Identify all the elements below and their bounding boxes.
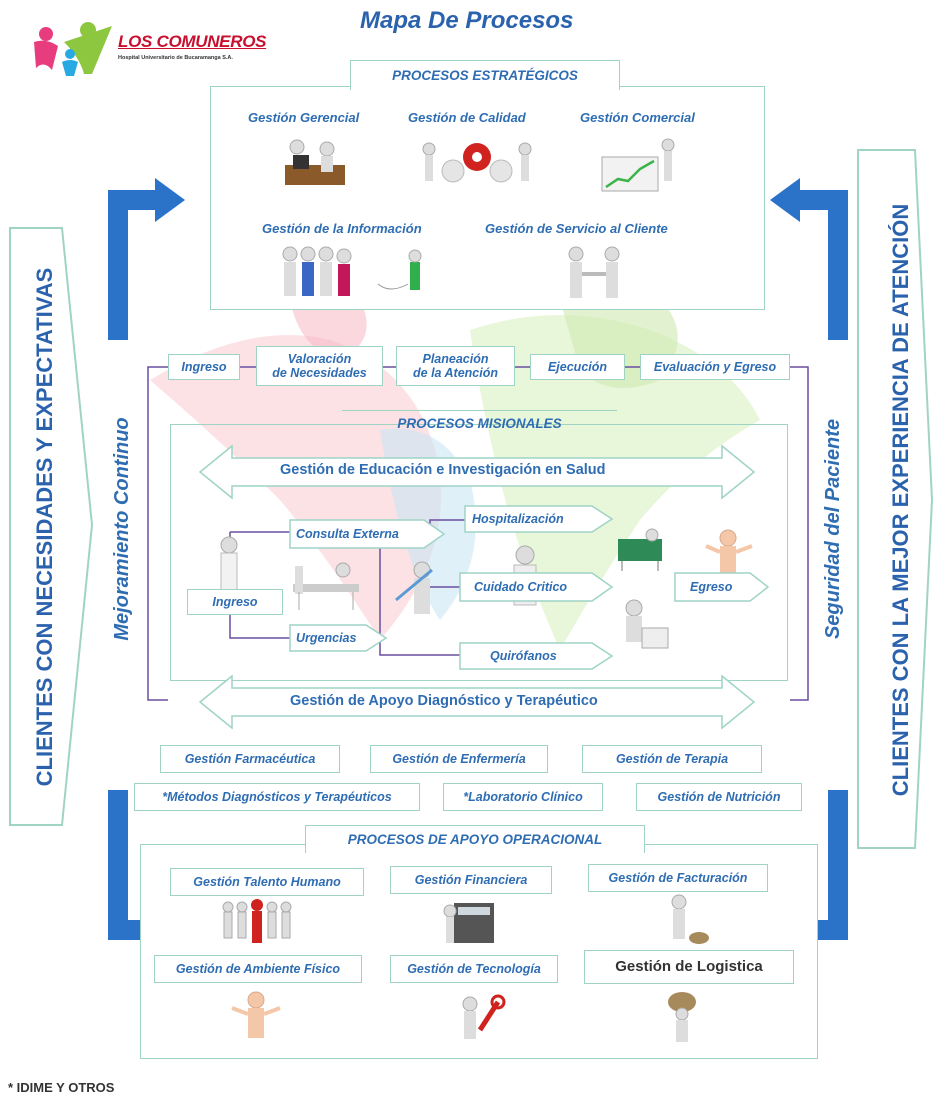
surgery-figure-icon: [625, 599, 669, 649]
flow-evaluacion: Evaluación y Egreso: [640, 354, 790, 380]
calidad-gear-icon: [422, 142, 532, 183]
logo-subtitle: Hospital Universitario de Bucaramanga S.…: [118, 55, 233, 61]
urgencias-label: Urgencias: [296, 631, 357, 645]
estrategicos-header: PROCESOS ESTRATÉGICOS: [350, 60, 620, 90]
page-title: Mapa De Procesos: [360, 7, 574, 34]
metodos-diagnosticos: *Métodos Diagnósticos y Terapéuticos: [134, 783, 420, 811]
flow-ingreso: Ingreso: [168, 354, 240, 380]
apoyo-diagnostico-label: Gestión de Apoyo Diagnóstico y Terapéuti…: [290, 693, 598, 709]
gestion-logistica: Gestión de Logistica: [584, 950, 794, 984]
gestion-gerencial-label: Gestión Gerencial: [248, 110, 360, 125]
gestion-nutricion: Gestión de Nutrición: [636, 783, 802, 811]
quirofanos-label: Quirófanos: [490, 649, 557, 663]
gestion-ambiente-fisico: Gestión de Ambiente Físico: [154, 955, 362, 983]
gestion-servicio-cliente-label: Gestión de Servicio al Cliente: [485, 221, 668, 236]
ambiente-fisico-figure-icon: [231, 991, 281, 1038]
flow-valoracion: Valoración de Necesidades: [256, 346, 383, 386]
gestion-calidad-label: Gestión de Calidad: [408, 110, 526, 125]
mision-ingreso: Ingreso: [187, 589, 283, 615]
gerencia-figures-icon: [285, 139, 345, 185]
hospital-bed-icon: [618, 528, 662, 571]
gestion-talento-humano: Gestión Talento Humano: [170, 868, 364, 896]
hospitalizacion-label: Hospitalización: [472, 512, 564, 526]
egreso-label: Egreso: [690, 580, 733, 594]
misionales-panel: [170, 424, 788, 681]
financiera-calculator-icon: [443, 903, 494, 943]
gestion-tecnologia: Gestión de Tecnología: [390, 955, 558, 983]
hospital-logo: LOS COMUNEROS Hospital Universitario de …: [30, 20, 280, 80]
informacion-figures-icon: [282, 246, 422, 296]
left-client-chevron: [9, 227, 94, 826]
misionales-header: PROCESOS MISIONALES: [342, 410, 617, 436]
gestion-terapia: Gestión de Terapia: [582, 745, 762, 773]
gestion-facturacion: Gestión de Facturación: [588, 864, 768, 892]
consulta-externa-label: Consulta Externa: [296, 527, 399, 541]
logo-name: LOS COMUNEROS: [118, 32, 267, 51]
gestion-informacion-label: Gestión de la Información: [262, 221, 422, 236]
laboratorio-clinico: *Laboratorio Clínico: [443, 783, 603, 811]
logistica-figure-icon: [668, 992, 696, 1042]
gestion-comercial-label: Gestión Comercial: [580, 110, 695, 125]
cuidado-critico-label: Cuidado Critico: [474, 580, 568, 594]
logo-figures-icon: [34, 22, 112, 76]
gestion-enfermeria: Gestión de Enfermería: [370, 745, 548, 773]
gestion-financiera: Gestión Financiera: [390, 866, 552, 894]
educacion-label: Gestión de Educación e Investigación en …: [280, 462, 606, 478]
operacional-header: PROCESOS DE APOYO OPERACIONAL: [305, 825, 645, 853]
servicio-handshake-icon: [568, 246, 620, 298]
gestion-farmaceutica: Gestión Farmacéutica: [160, 745, 340, 773]
flow-ejecucion: Ejecución: [530, 354, 625, 380]
comercial-chart-icon: [601, 138, 675, 192]
flow-planeacion: Planeación de la Atención: [396, 346, 515, 386]
footnote: * IDIME Y OTROS: [8, 1080, 115, 1095]
facturacion-figure-icon: [671, 894, 709, 944]
stretcher-figure-icon: [293, 562, 359, 610]
doctor-figure-icon: [220, 536, 238, 592]
injection-figure-icon: [395, 561, 433, 614]
egreso-figure-icon: [705, 529, 753, 574]
tecnologia-wrench-icon: [462, 994, 506, 1039]
talento-humano-figures-icon: [222, 899, 292, 943]
